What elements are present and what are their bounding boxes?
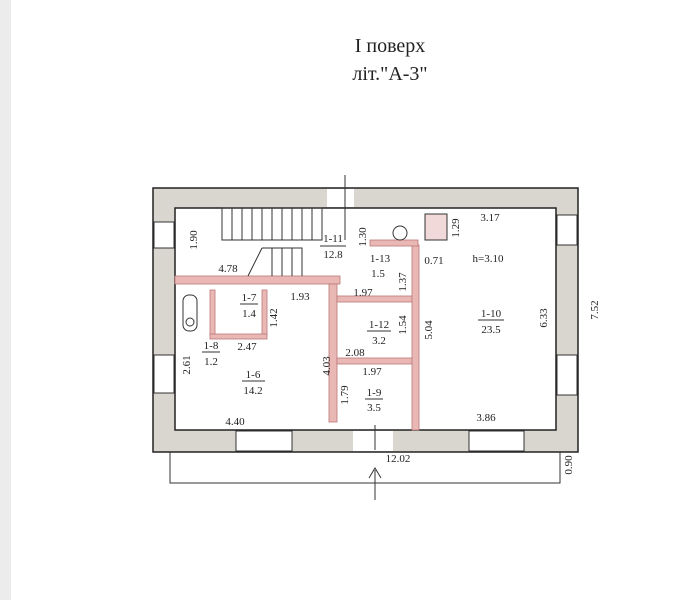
- room-label-text: 3.2: [372, 335, 386, 347]
- interior-walls: [174, 239, 420, 431]
- dimension-label: 1.90: [188, 230, 200, 250]
- dimension-label: 6.33: [538, 308, 550, 328]
- room-label-text: 3.5: [367, 402, 381, 414]
- staircase: [221, 175, 346, 277]
- dimension-label: 3.17: [480, 212, 500, 224]
- dimension-label: 2.47: [237, 341, 257, 353]
- dimension-label: 1.29: [450, 218, 462, 238]
- dimension-label: 1.30: [357, 227, 369, 247]
- dimension-label: 0.71: [424, 255, 443, 267]
- dimension-label: 1.37: [397, 272, 409, 292]
- dimension-label: 12.02: [386, 453, 411, 465]
- room-label-text: 1.5: [371, 268, 385, 280]
- room-label-text: 1-7: [242, 292, 257, 304]
- room-label-text: 1-6: [246, 369, 261, 381]
- room-1-7: 1-71.4: [240, 292, 258, 320]
- room-label-text: 12.8: [323, 249, 343, 261]
- dimension-label: 1.93: [290, 291, 310, 303]
- dimension-label: 4.40: [225, 416, 245, 428]
- dimension-label: 4.78: [218, 263, 238, 275]
- dimension-label: 2.61: [181, 355, 193, 374]
- exterior-walls: [152, 187, 579, 453]
- room-1-12: 1-12 3.2: [367, 319, 391, 347]
- room-1-13: 1-13 1.5: [370, 253, 391, 280]
- room-label-text: 1-8: [204, 340, 219, 352]
- dimension-label: 7.52: [589, 300, 601, 319]
- room-label-text: 23.5: [481, 324, 501, 336]
- dimension-label: 3.86: [476, 412, 496, 424]
- scan-left-margin: [0, 0, 11, 600]
- room-label-text: 1-10: [481, 308, 502, 320]
- room-1-11: 1-11 12.8: [320, 233, 346, 261]
- room-label-text: 1-12: [369, 319, 389, 331]
- dimension-values: 1.90 4.78 1.30 0.71 1.29 3.17 1.37 1.93 …: [181, 212, 601, 475]
- dimension-label: 1.42: [268, 308, 280, 327]
- dimension-label: 4.03: [321, 356, 333, 376]
- room-label-text: 1-9: [367, 387, 382, 399]
- room-label-text: 1-11: [323, 233, 343, 245]
- dimension-label: 1.97: [362, 366, 382, 378]
- room-label-text: 1.4: [242, 308, 256, 320]
- dimension-label: 0.90: [563, 455, 575, 475]
- room-label-text: 14.2: [243, 385, 262, 397]
- plan-subtitle: літ."А-3": [352, 63, 427, 85]
- dimension-label: 1.97: [353, 287, 373, 299]
- dimension-label: 2.08: [345, 347, 365, 359]
- dimension-label: 1.79: [339, 385, 351, 405]
- room-1-9: 1-93.5: [365, 387, 383, 414]
- room-label-text: 1-13: [370, 253, 391, 265]
- dimension-lines: [169, 425, 561, 500]
- room-1-10: 1-10 23.5: [478, 308, 504, 336]
- dimension-label: 5.04: [423, 320, 435, 340]
- ceiling-height: h=3.10: [473, 253, 504, 265]
- room-1-6: 1-6 14.2: [242, 369, 265, 397]
- fixtures: [182, 213, 448, 332]
- room-label-text: 1.2: [204, 356, 218, 368]
- dimension-label: 1.54: [397, 315, 409, 335]
- room-1-8: 1-81.2: [202, 340, 220, 368]
- plan-title: І поверх: [355, 35, 426, 57]
